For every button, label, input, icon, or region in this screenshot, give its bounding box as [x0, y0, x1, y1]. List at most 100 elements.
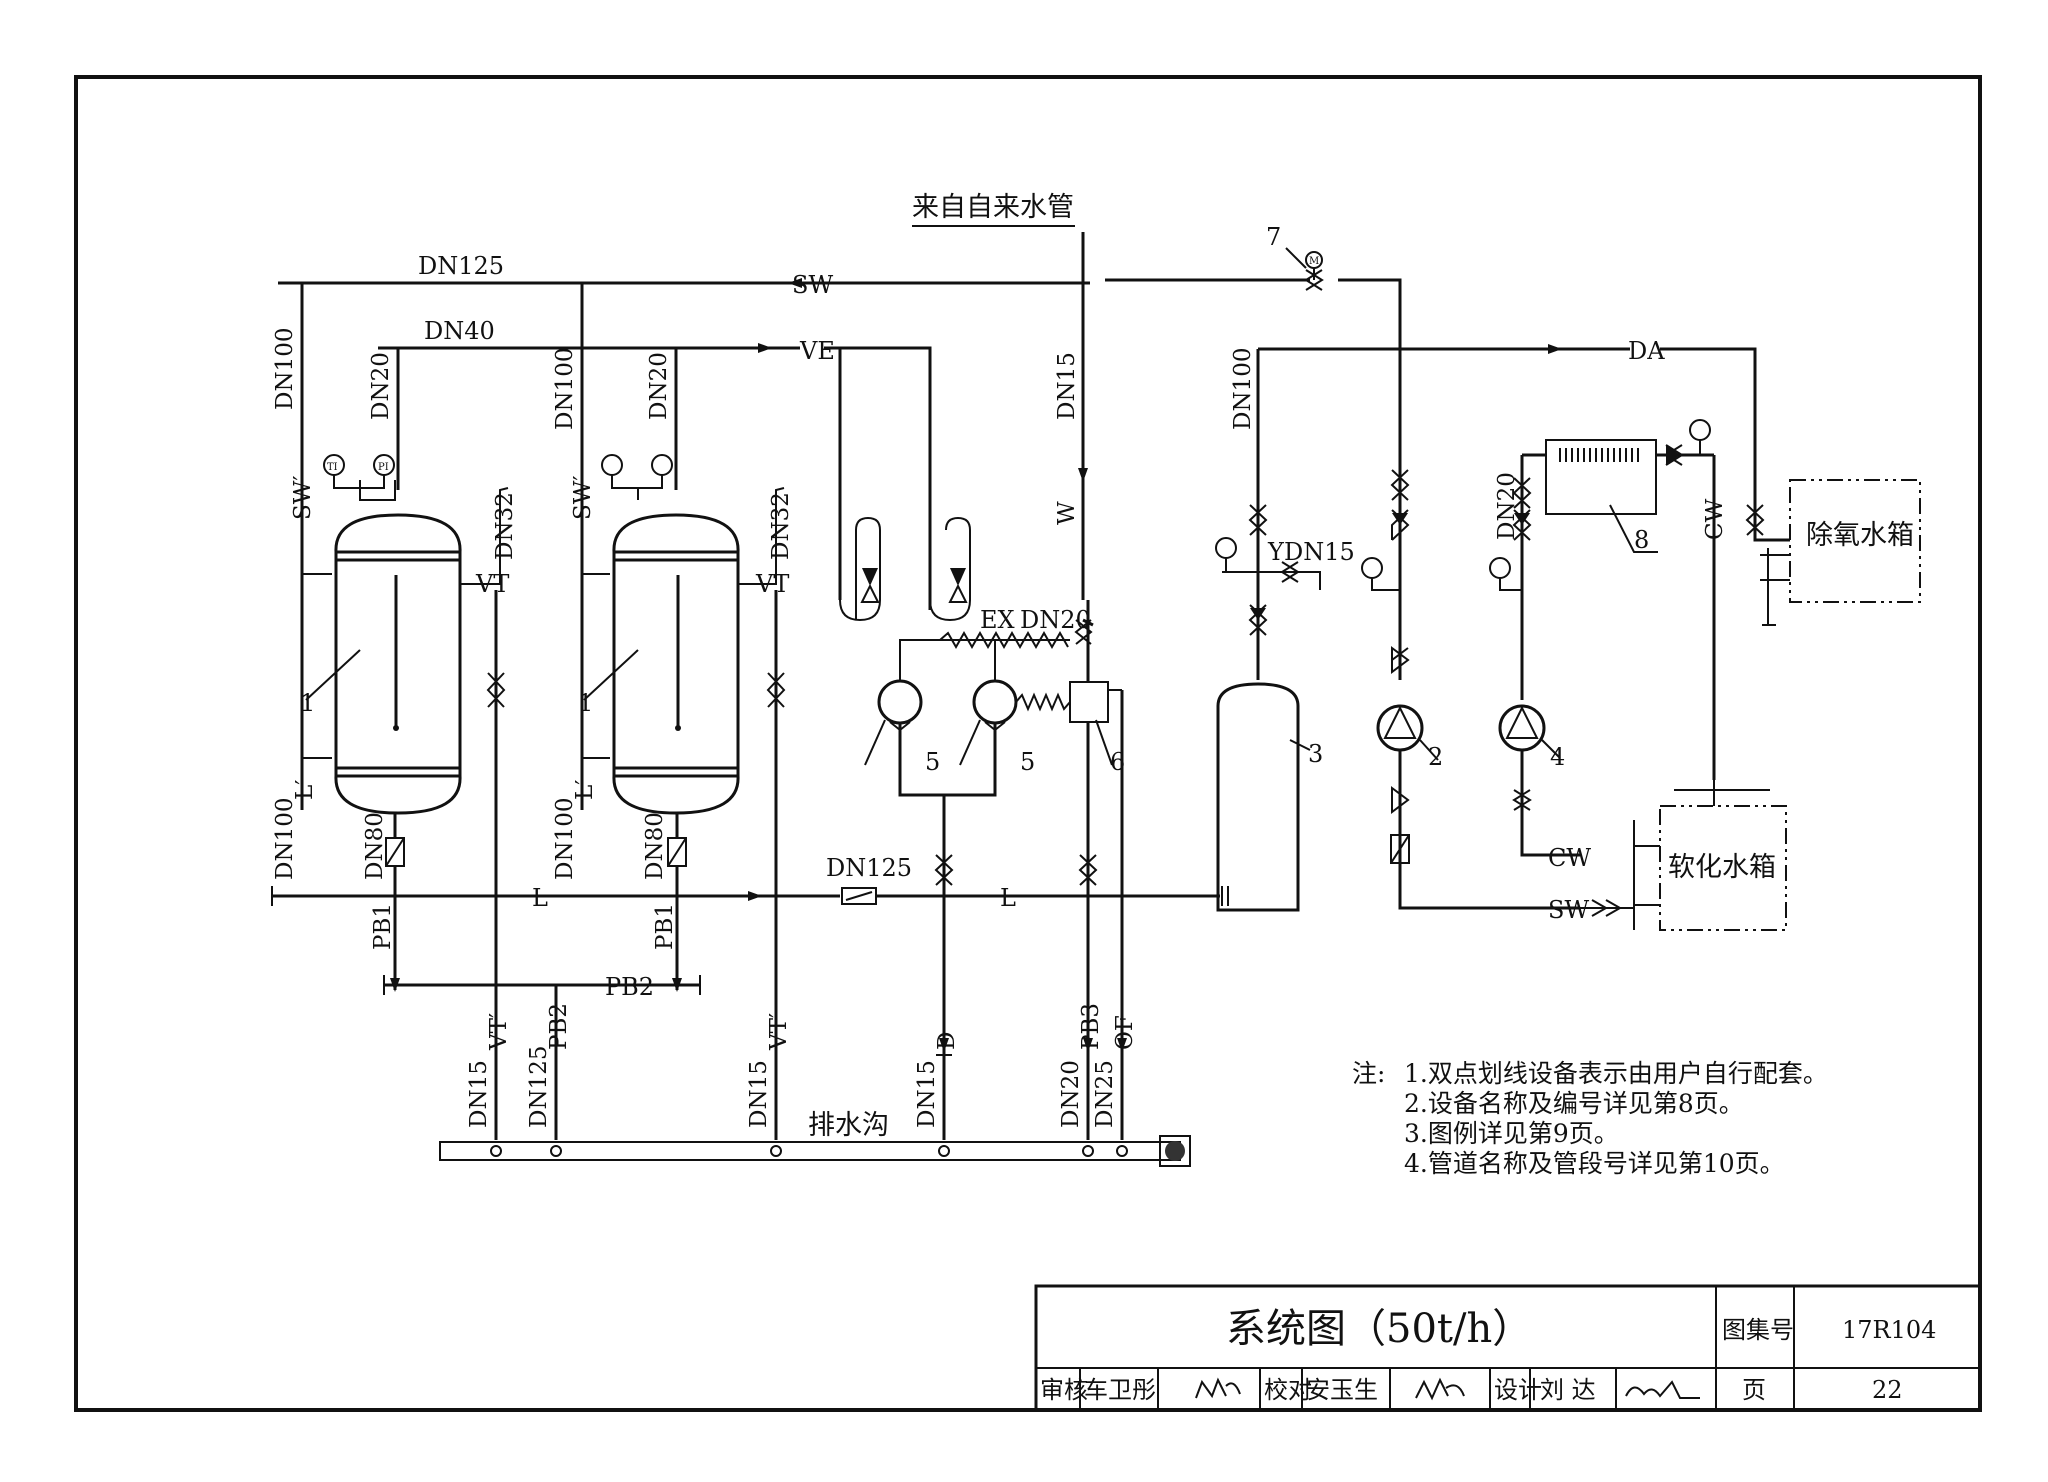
notes: 注: 1.双点划线设备表示由用户自行配套。 2.设备名称及编号详见第8页。 3.…: [1352, 1059, 1828, 1178]
page-no: 22: [1872, 1376, 1903, 1404]
label-e4: 4: [1550, 743, 1565, 771]
label-water-source: 来自自来水管: [912, 192, 1074, 223]
reviewer: 车卫彤: [1084, 1376, 1156, 1404]
note-2: 2.设备名称及编号详见第8页。: [1404, 1089, 1744, 1118]
pump-2-line: 7 2: [1266, 223, 1580, 910]
label-dn32-a: DN32: [492, 492, 518, 560]
label-pb2: PB2: [605, 973, 654, 1001]
pump-4-line: 4 8: [1489, 419, 1790, 857]
label-dn15-d2: DN15: [746, 1060, 772, 1128]
soft-water-tank: 软化水箱: [1580, 780, 1787, 931]
label-e8: 8: [1634, 526, 1649, 554]
drawing-frame: [74, 75, 1982, 1412]
label-dn100-b: DN100: [552, 348, 578, 430]
label-deaerator-tank: 除氧水箱: [1806, 520, 1914, 551]
label-vt-prime-a: VT′: [486, 1013, 512, 1051]
label-l-b: L: [1000, 884, 1016, 912]
label-l-prime-b: L′: [572, 780, 598, 801]
title-block: 系统图（50t/h） 图集号 17R104 审核 车卫彤 校对 安玉生 设计 刘…: [1034, 1284, 1982, 1412]
designer: 刘 达: [1540, 1376, 1596, 1404]
l-main-line: DN125 L L: [271, 854, 1229, 912]
page-label: 页: [1742, 1376, 1766, 1404]
softener-tank-1a: 1: [300, 283, 509, 1140]
note-3: 3.图例详见第9页。: [1404, 1119, 1619, 1148]
review-label: 审核: [1040, 1376, 1088, 1404]
label-dn20-a: DN20: [368, 352, 394, 420]
drain-lines: 排水沟: [439, 1000, 1191, 1167]
label-dn20-pump: DN20: [1494, 472, 1520, 540]
label-sw-top: SW: [792, 271, 833, 299]
label-e2: 2: [1428, 743, 1443, 771]
label-dn15-w: DN15: [1054, 352, 1080, 420]
design-label: 设计: [1494, 1376, 1542, 1404]
checker-signature: [1415, 1377, 1465, 1401]
label-dn80-a: DN80: [362, 812, 388, 880]
label-vt-b: VT: [755, 570, 789, 598]
label-dn32-b: DN32: [768, 492, 794, 560]
label-dn15-d1: DN15: [466, 1060, 492, 1128]
label-e1a: 1: [300, 689, 315, 717]
label-cw-b: CW: [1548, 844, 1591, 872]
label-e6: 6: [1110, 748, 1125, 776]
label-dn125-d: DN125: [526, 1046, 552, 1128]
label-sw-bottom: SW: [1548, 896, 1589, 924]
label-dn80-b: DN80: [642, 812, 668, 880]
label-drain: 排水沟: [808, 1110, 889, 1141]
label-pb1-b: PB1: [652, 903, 678, 950]
label-l-a: L: [532, 884, 548, 912]
pb2-line: PB2: [383, 973, 701, 1140]
label-soft-tank: 软化水箱: [1668, 852, 1776, 883]
designer-signature: [1625, 1380, 1700, 1399]
label-dn15-y: DN15: [1284, 538, 1355, 566]
note-4: 4.管道名称及管段号详见第10页。: [1404, 1149, 1785, 1178]
label-dn100-a: DN100: [272, 328, 298, 410]
label-dn100-c: DN100: [1230, 348, 1256, 430]
label-dn15-d3: DN15: [914, 1060, 940, 1128]
label-e5a: 5: [925, 748, 940, 776]
label-e5b: 5: [1020, 748, 1035, 776]
label-ex: EX: [980, 606, 1015, 634]
label-of: OF: [1112, 1015, 1138, 1050]
dosing-pumps: 5 5 6 EX DN20: [839, 516, 1125, 1140]
atlas-no: 17R104: [1842, 1316, 1936, 1344]
label-d: D: [934, 1032, 960, 1050]
label-sw-prime-a: SW′: [290, 475, 316, 520]
label-dn100-low-b: DN100: [552, 798, 578, 880]
thermo-label: TI: [327, 462, 338, 473]
label-da: DA: [1628, 337, 1665, 365]
instrument-labels: TI PI M: [327, 256, 1319, 473]
motor-label: M: [1309, 256, 1319, 267]
label-y: Y: [1267, 538, 1285, 566]
check-label: 校对: [1264, 1376, 1312, 1404]
notes-prefix: 注:: [1352, 1059, 1385, 1088]
checker: 安玉生: [1306, 1376, 1378, 1404]
label-vt-a: VT: [475, 570, 509, 598]
label-e1b: 1: [578, 689, 593, 717]
softener-tank-1b: 1: [578, 283, 786, 1140]
tank-3: 3 Y DN15: [1215, 349, 1355, 912]
atlas-label: 图集号: [1722, 1316, 1794, 1344]
label-dn100-low-a: DN100: [272, 798, 298, 880]
top-pipes: DN125 SW DN40 VE DA 来自自来水管: [278, 192, 1757, 610]
label-vt-prime-b: VT′: [766, 1013, 792, 1051]
label-ve: VE: [799, 337, 835, 365]
label-pb2-v: PB2: [546, 1003, 572, 1050]
label-e3: 3: [1308, 740, 1323, 768]
label-dn125-mid: DN125: [826, 854, 912, 882]
gauge-label: PI: [378, 462, 389, 473]
label-sw-prime-b: SW′: [570, 475, 596, 520]
label-dn125-top: DN125: [418, 252, 504, 280]
label-pb1-a: PB1: [370, 903, 396, 950]
label-e7: 7: [1266, 223, 1281, 251]
label-dn40: DN40: [424, 317, 495, 345]
title: 系统图（50t/h）: [1226, 1306, 1532, 1352]
label-cw-a: CW: [1702, 498, 1728, 540]
label-dn25-d: DN25: [1092, 1060, 1118, 1128]
reviewer-signature: [1195, 1377, 1241, 1399]
label-pb3: PB3: [1078, 1003, 1104, 1050]
label-dn20-b: DN20: [646, 352, 672, 420]
note-1: 1.双点划线设备表示由用户自行配套。: [1404, 1059, 1828, 1088]
label-l-prime-a: L′: [292, 780, 318, 801]
label-dn20-d: DN20: [1058, 1060, 1084, 1128]
